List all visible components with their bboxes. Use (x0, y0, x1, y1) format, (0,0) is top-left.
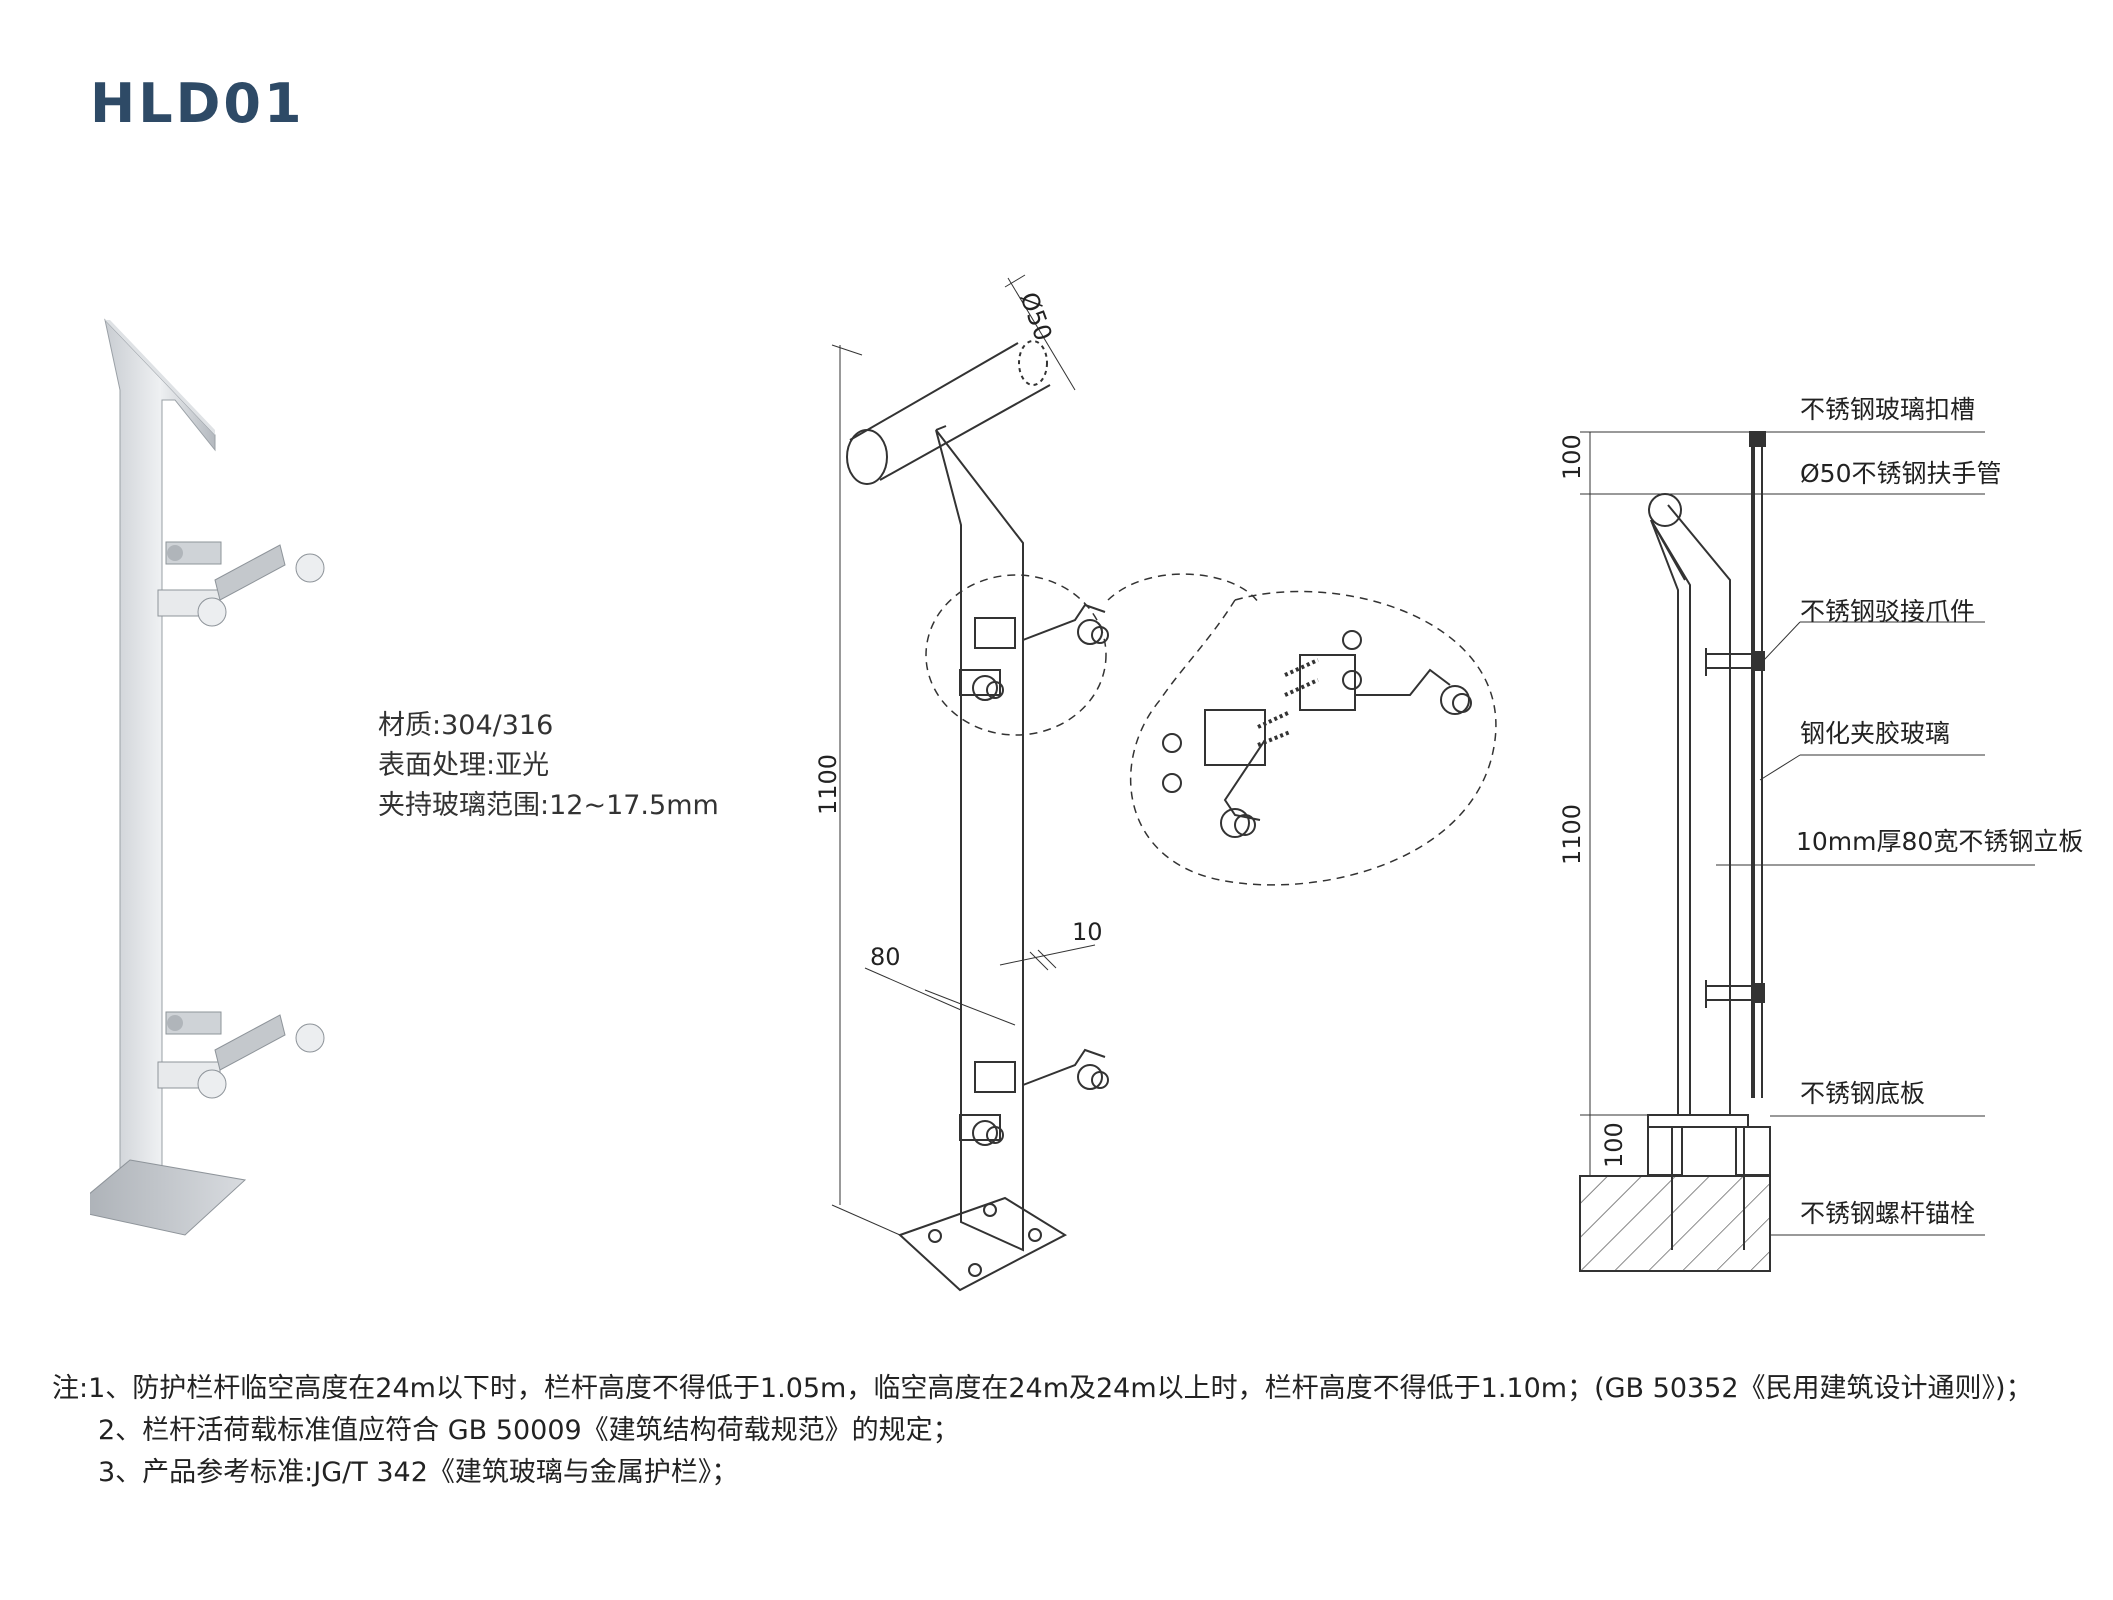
note-2: 2、栏杆活荷载标准值应符合 GB 50009《建筑结构荷载规范》的规定； (98, 1415, 960, 1446)
thickness-dim: 10 (1072, 918, 1103, 946)
label-glass-cap: 不锈钢玻璃扣槽 (1800, 395, 1975, 424)
height-dim-iso: 1100 (814, 754, 842, 815)
side-base-dim: 100 (1600, 1122, 1628, 1168)
note-1: 注:1、防护栏杆临空高度在24m以下时，栏杆高度不得低于1.05m，临空高度在2… (52, 1373, 2033, 1404)
width-dim: 80 (870, 943, 901, 971)
upper-claw-photo (157, 541, 325, 627)
handrail-end (846, 429, 888, 485)
product-code-title: HLD01 (90, 72, 305, 135)
label-base-plate: 不锈钢底板 (1800, 1079, 1925, 1108)
side-top-dim: 100 (1558, 434, 1586, 480)
side-height-dim: 1100 (1558, 804, 1586, 865)
label-claw: 不锈钢驳接爪件 (1800, 597, 1975, 626)
surface-spec: 表面处理:亚光 (378, 750, 550, 781)
diameter-dim: Ø50 (1014, 288, 1057, 344)
label-anchor: 不锈钢螺杆锚栓 (1800, 1199, 1975, 1228)
label-post: 10mm厚80宽不锈钢立板 (1796, 827, 2083, 856)
label-handrail: Ø50不锈钢扶手管 (1800, 459, 2002, 488)
product-photo (90, 318, 325, 1236)
note-3: 3、产品参考标准:JG/T 342《建筑玻璃与金属护栏》； (98, 1457, 739, 1488)
label-glass: 钢化夹胶玻璃 (1800, 719, 1950, 748)
lower-claw-photo (157, 1011, 325, 1099)
notes-section: 注:1、防护栏杆临空高度在24m以下时，栏杆高度不得低于1.05m，临空高度在2… (52, 1368, 2033, 1494)
material-spec: 材质:304/316 (378, 710, 554, 741)
spec-list: 材质:304/316 表面处理:亚光 夹持玻璃范围:12~17.5mm (378, 706, 719, 826)
glass-range-spec: 夹持玻璃范围:12~17.5mm (378, 790, 719, 821)
